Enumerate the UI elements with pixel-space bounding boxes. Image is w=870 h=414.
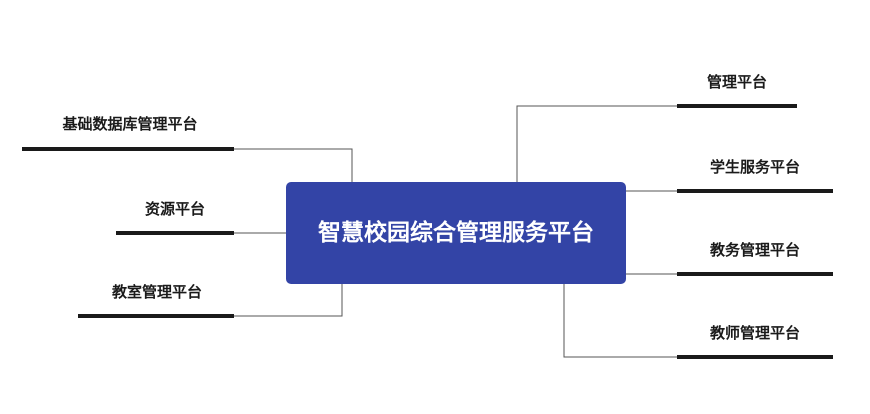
branch-label-teacher[interactable]: 教师管理平台 — [709, 324, 800, 342]
branch-label-resource[interactable]: 资源平台 — [144, 200, 205, 218]
branch-label-academic-affairs[interactable]: 教务管理平台 — [709, 241, 800, 259]
branch-label-management[interactable]: 管理平台 — [706, 73, 767, 91]
branch-label-classroom[interactable]: 教室管理平台 — [111, 283, 202, 301]
branch-bar-management — [677, 104, 797, 108]
branch-bar-student-service — [677, 189, 833, 193]
branch-bar-classroom — [78, 314, 234, 318]
branch-label-basic-database[interactable]: 基础数据库管理平台 — [62, 115, 198, 133]
branch-bar-teacher — [677, 355, 833, 359]
branch-label-student-service[interactable]: 学生服务平台 — [709, 158, 800, 176]
branch-bar-resource — [116, 231, 234, 235]
connector-left-0 — [234, 148, 353, 182]
branch-bar-basic-database — [22, 147, 234, 151]
center-node[interactable]: 智慧校园综合管理服务平台 — [286, 182, 626, 284]
connector-right-0 — [516, 105, 677, 182]
connector-right-3 — [563, 284, 677, 358]
connector-left-2 — [234, 284, 343, 317]
center-title: 智慧校园综合管理服务平台 — [318, 220, 594, 246]
branch-bar-academic-affairs — [677, 272, 833, 276]
